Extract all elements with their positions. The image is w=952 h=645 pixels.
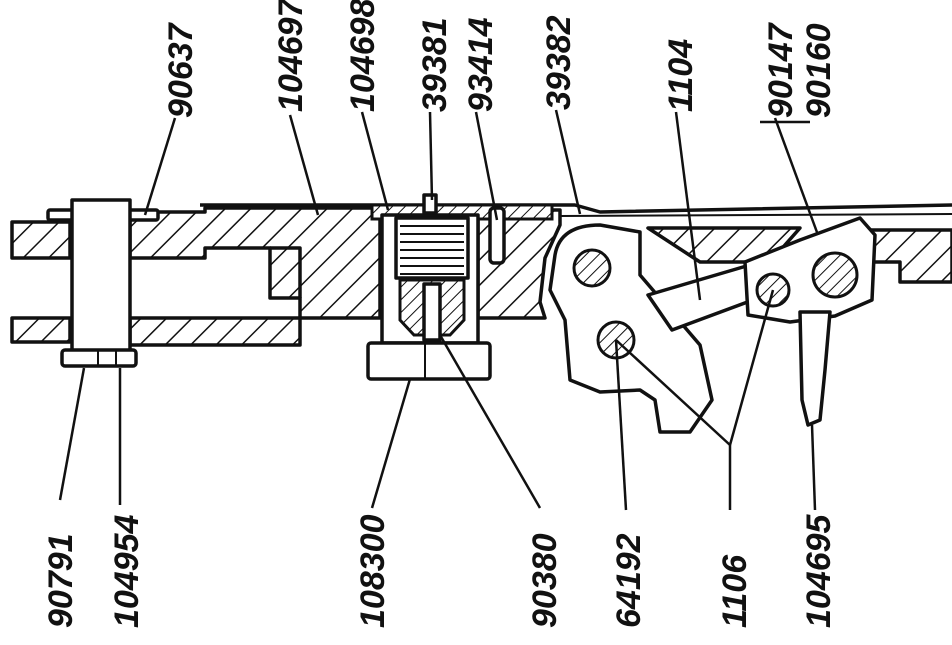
label-104698: 104698 — [344, 0, 382, 112]
pin-assembly-90637 — [46, 198, 160, 368]
pin-93414 — [488, 206, 506, 265]
label-90791: 90791 — [42, 533, 80, 628]
label-1104: 1104 — [662, 39, 700, 112]
label-90160: 90160 — [800, 23, 838, 118]
label-90637: 90637 — [162, 21, 200, 118]
label-108300: 108300 — [354, 514, 392, 628]
label-93414: 93414 — [462, 17, 500, 112]
label-90380: 90380 — [526, 533, 564, 628]
leader-lines — [58, 109, 820, 511]
label-39382: 39382 — [540, 15, 578, 110]
lever-64192 — [548, 223, 714, 434]
label-90147: 90147 — [762, 21, 800, 118]
label-1106: 1106 — [716, 554, 754, 628]
label-104954: 104954 — [108, 514, 146, 628]
latch-90147 — [743, 216, 877, 324]
label-64192: 64192 — [610, 533, 648, 628]
label-104697: 104697 — [272, 0, 310, 112]
label-39381: 39381 — [416, 17, 454, 112]
label-104695: 104695 — [800, 513, 838, 628]
trigger-104695 — [798, 310, 832, 427]
part-labels: 90637 104697 104698 39381 93414 39382 11… — [42, 0, 838, 628]
